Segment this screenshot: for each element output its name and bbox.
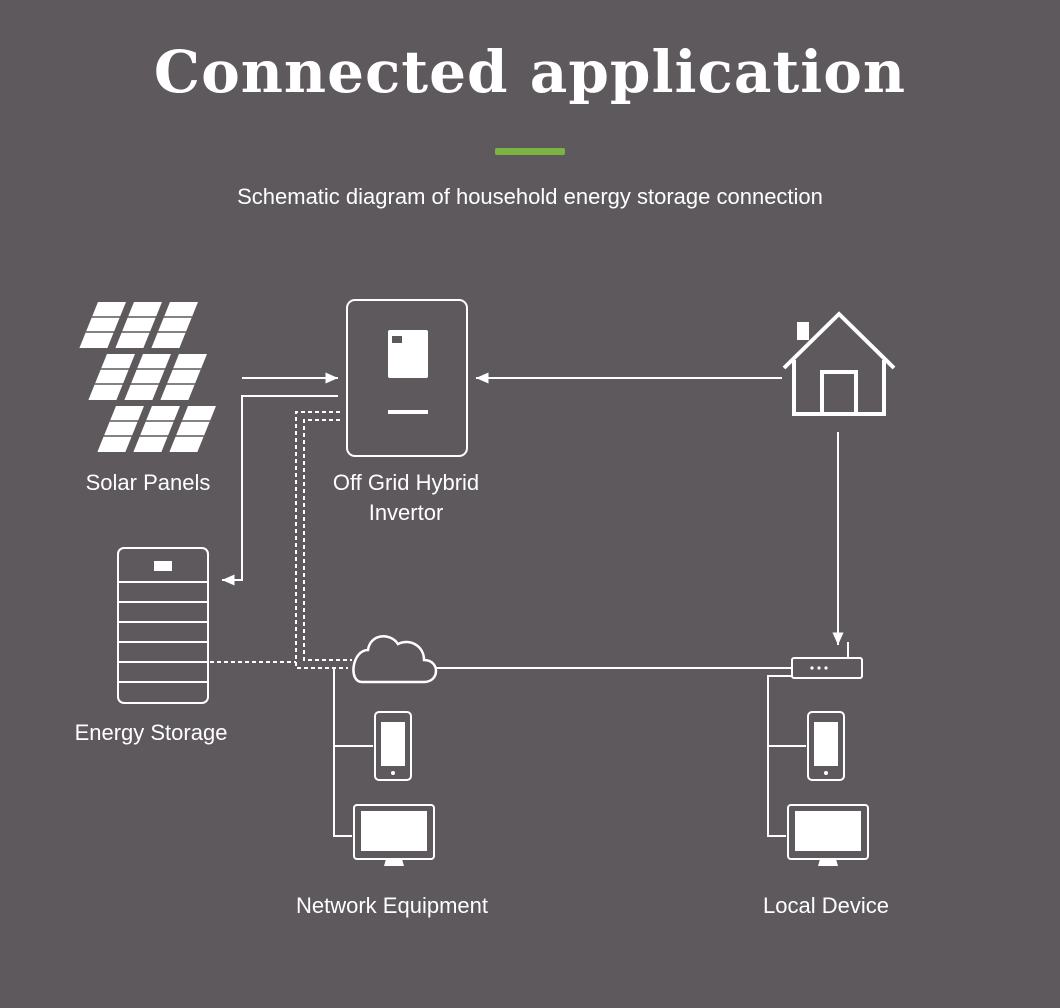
inverter-label-line2: Invertor: [368, 500, 444, 525]
dashed-communication-lines: [210, 411, 352, 669]
network-equipment-label: Network Equipment: [296, 893, 488, 918]
house-icon: [782, 311, 896, 416]
router-icon: [791, 642, 863, 679]
connection-lines: [222, 372, 844, 837]
solar-panels-label: Solar Panels: [85, 470, 211, 495]
title-accent-bar: [495, 148, 565, 155]
phone-icon: [807, 711, 845, 781]
inverter-icon: [346, 299, 468, 457]
monitor-icon: [787, 804, 869, 866]
energy-storage-label: Energy Storage: [74, 720, 228, 745]
energy-storage-icon: [117, 547, 209, 704]
page-title: Connected application: [153, 38, 907, 106]
inverter-label-line1: Off Grid Hybrid: [332, 470, 480, 495]
solar-panels-icon: [79, 302, 216, 452]
cloud-icon: [352, 635, 438, 684]
phone-icon: [374, 711, 412, 781]
inverter-label: Off Grid Hybrid Invertor: [296, 468, 516, 528]
page-subtitle: Schematic diagram of household energy st…: [237, 184, 823, 209]
local-device-label: Local Device: [763, 893, 889, 918]
monitor-icon: [353, 804, 435, 866]
